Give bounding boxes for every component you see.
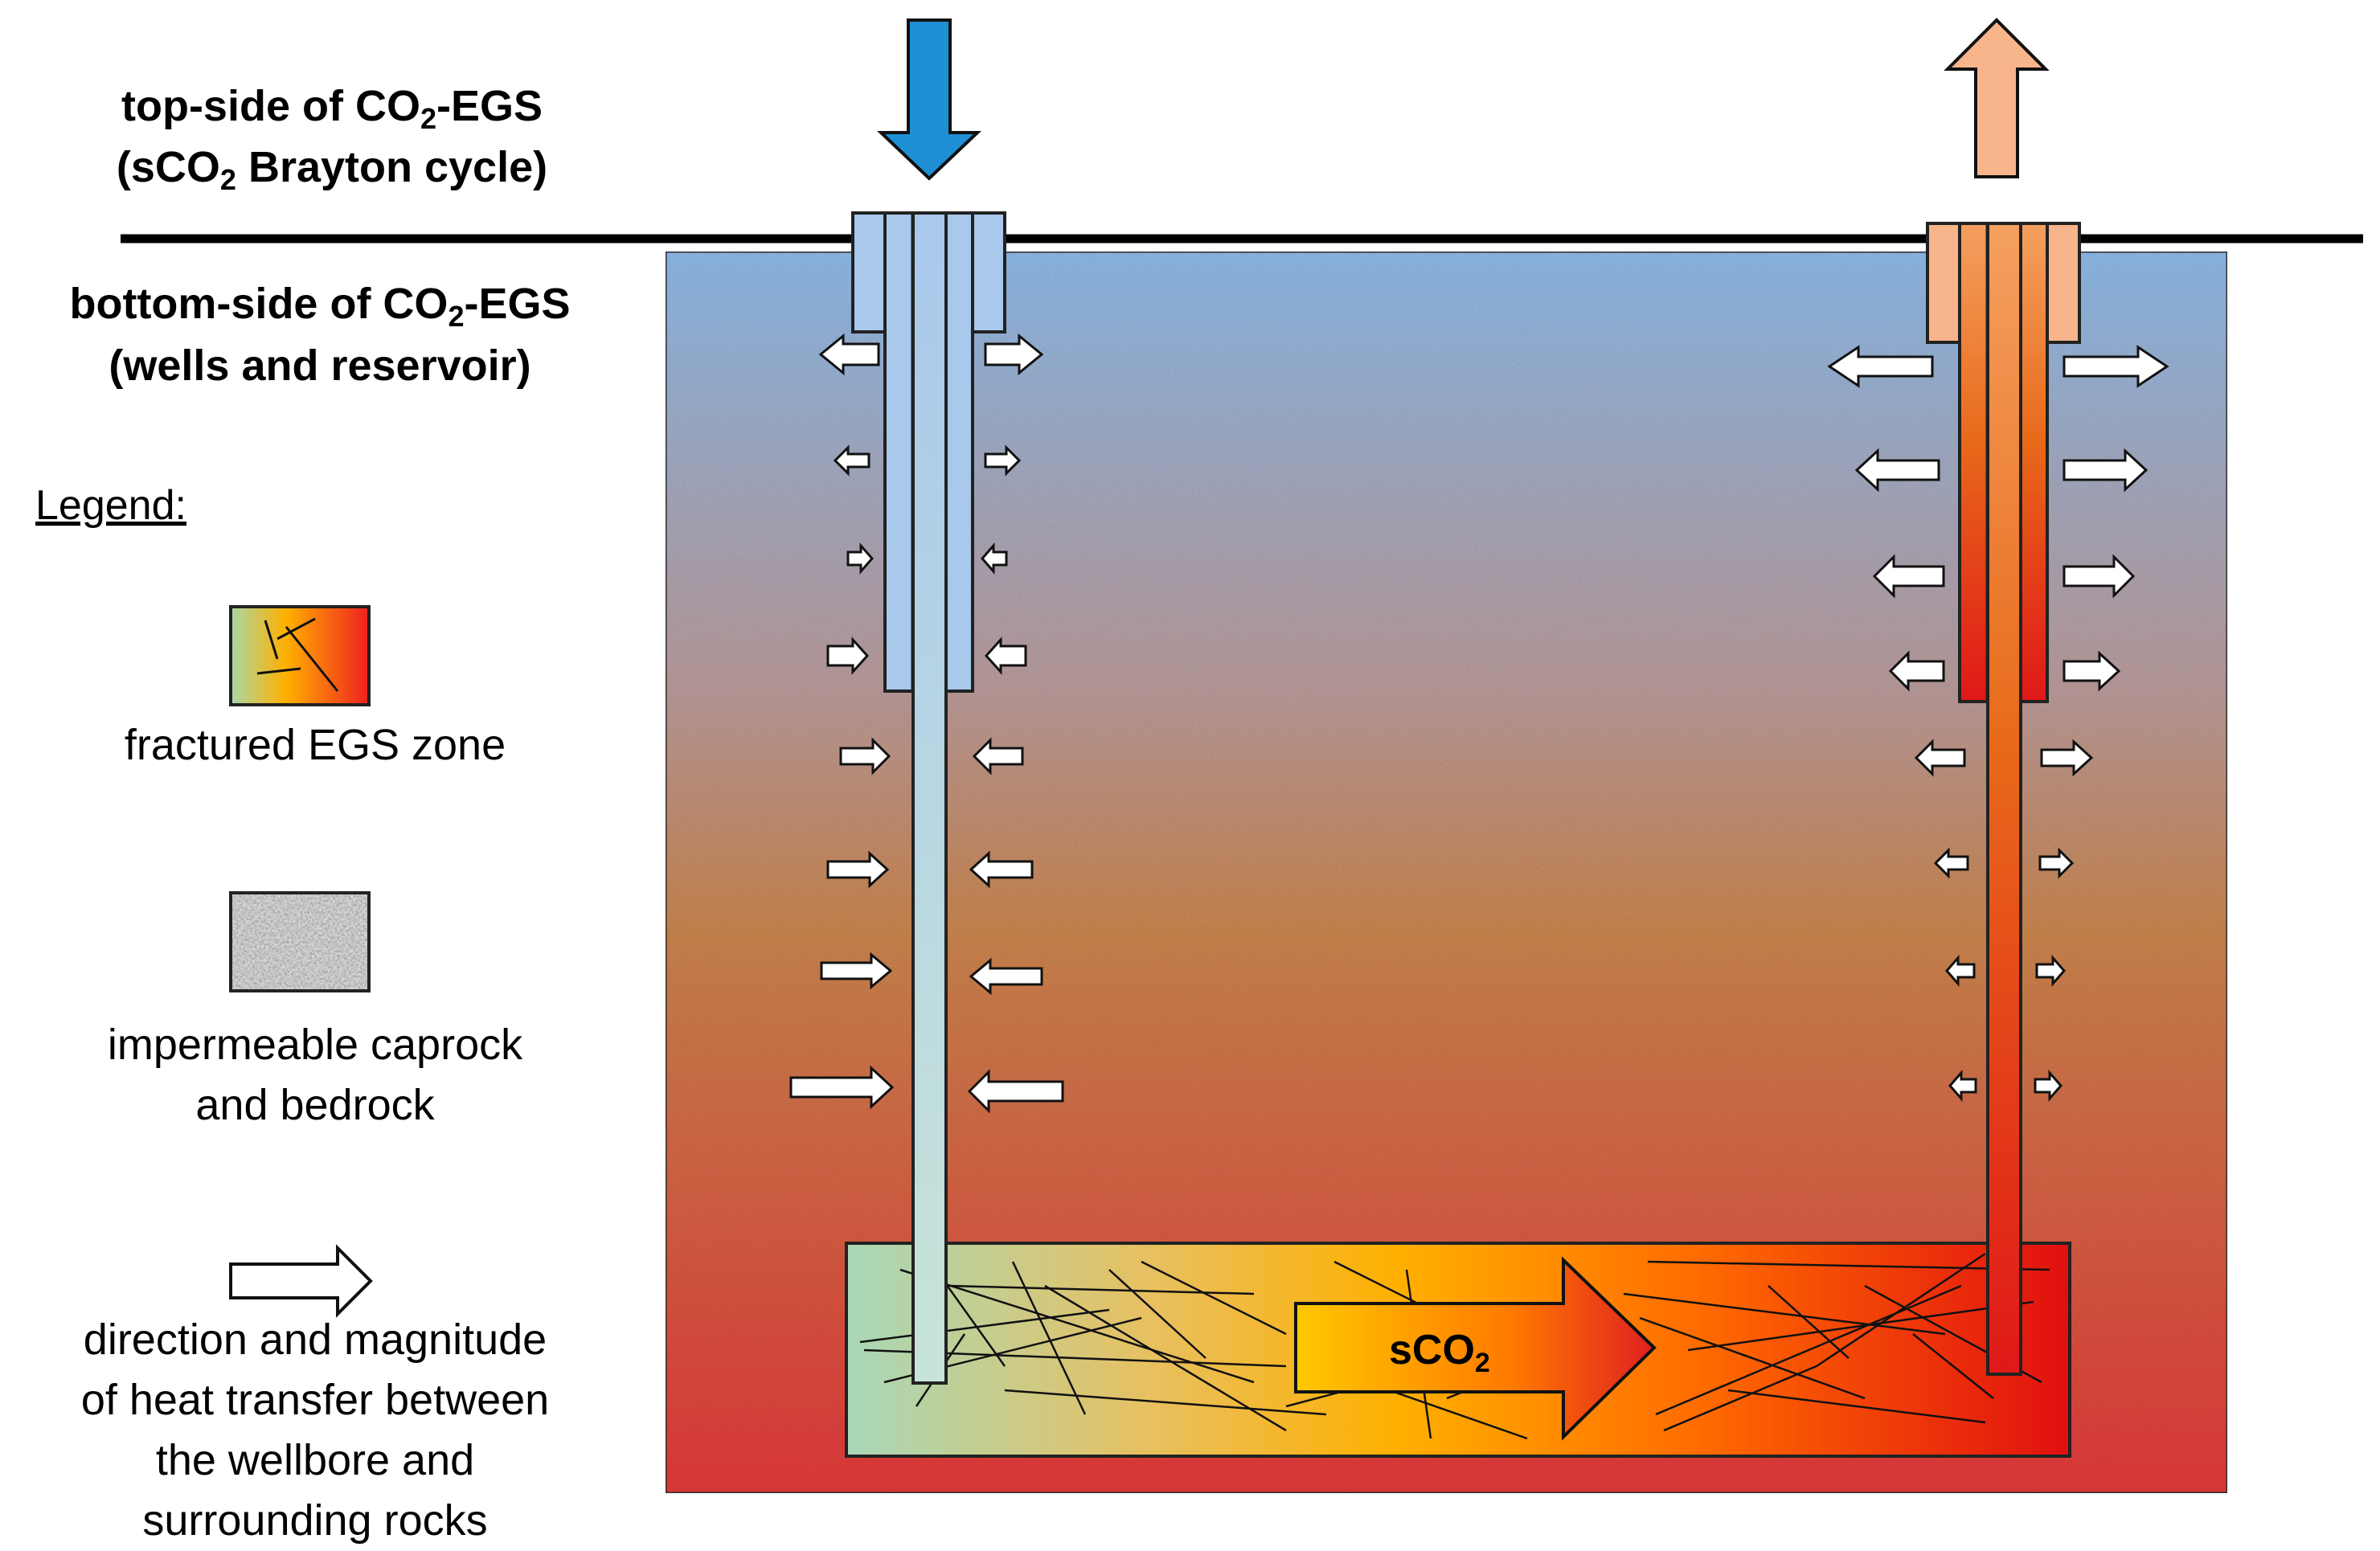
bottom-side-label: bottom-side of CO2-EGS (wells and reserv…: [69, 280, 570, 390]
legend-heat-arrow-icon: [229, 1244, 373, 1318]
sco2-flow-arrow: [1294, 1256, 1657, 1441]
legend-heat-label-2: of heat transfer between: [81, 1376, 549, 1424]
legend-heat-label-3: the wellbore and: [156, 1436, 474, 1484]
legend-title: Legend:: [35, 482, 186, 529]
top-side-label: top-side of CO2-EGS (sCO2 Brayton cycle): [117, 82, 547, 196]
legend-heat-label-1: direction and magnitude: [84, 1316, 547, 1364]
legend-fractured-label: fractured EGS zone: [125, 721, 506, 769]
heat-arrows-injection: [789, 333, 1064, 1114]
legend-fractured-swatch: [229, 605, 371, 706]
legend-caprock-swatch: [229, 891, 371, 992]
legend: Legend: fractured EGS zone impermeable c…: [35, 482, 549, 1545]
sco2-flow-label: sCO2: [1389, 1327, 1490, 1378]
injection-well: [851, 211, 1006, 1385]
heat-arrows-production: [1827, 345, 2169, 1102]
production-well: [1926, 222, 2081, 1376]
production-flow-arrow: [1944, 18, 2050, 178]
legend-caprock-label-1: impermeable caprock: [108, 1021, 523, 1069]
legend-caprock-label-2: and bedrock: [195, 1081, 435, 1129]
injection-flow-arrow: [876, 18, 982, 181]
svg-text:bottom-side of CO2-EGS: bottom-side of CO2-EGS: [69, 280, 570, 333]
svg-text:top-side of CO2-EGS: top-side of CO2-EGS: [121, 82, 543, 135]
legend-heat-label-4: surrounding rocks: [142, 1496, 487, 1545]
svg-text:(wells and reservoir): (wells and reservoir): [109, 342, 530, 390]
svg-text:(sCO2 Brayton cycle): (sCO2 Brayton cycle): [117, 143, 547, 196]
fractured-egs-zone: sCO2: [845, 1242, 2071, 1458]
